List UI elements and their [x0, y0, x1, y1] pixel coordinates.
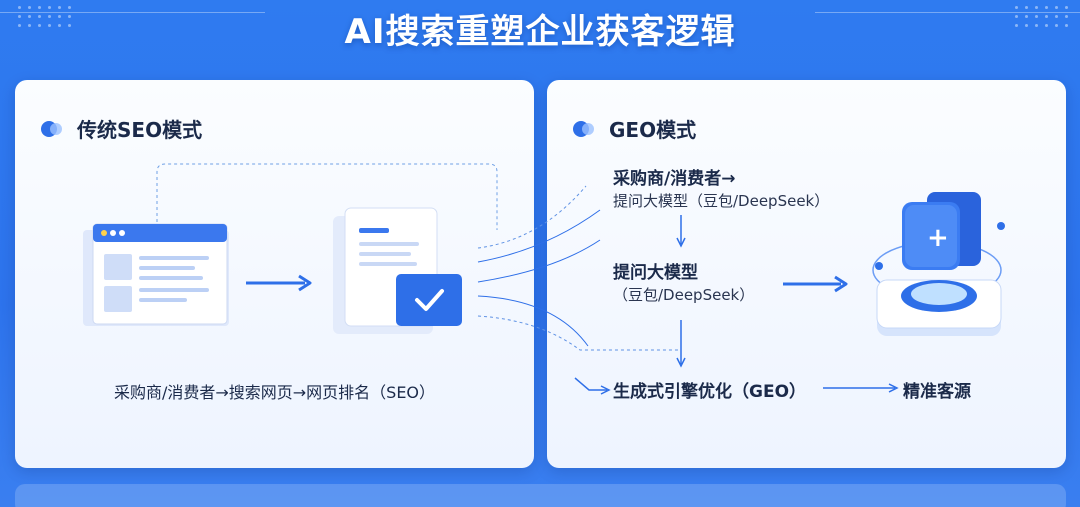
document-check-icon	[333, 207, 462, 334]
panel-heading: 传统SEO模式	[41, 114, 202, 143]
geo-panel: GEO模式 采购商/消费者→ 提问大模型（豆包/DeepSeek） 提问大模型 …	[547, 80, 1066, 468]
geo-step3-label: 生成式引擎优化（GEO）	[613, 382, 807, 402]
geo-step1-line2: 提问大模型（豆包/DeepSeek）	[613, 192, 830, 210]
geo-flow-graphic: +	[574, 192, 1005, 395]
dashed-connector	[156, 163, 498, 230]
right-arrow-icon	[823, 383, 899, 393]
bullet-dot-icon	[573, 120, 597, 137]
geo-step2-line2: （豆包/DeepSeek）	[613, 286, 755, 304]
decor-dots-right	[1015, 6, 1069, 27]
flow-arrow-icon	[246, 274, 312, 292]
panel-heading: GEO模式	[573, 114, 696, 143]
bottom-panel-strip	[15, 484, 1066, 507]
decor-line-right	[815, 12, 1080, 13]
down-arrow-icon	[676, 320, 686, 368]
page-title: AI搜索重塑企业获客逻辑	[344, 12, 736, 52]
down-arrow-icon	[676, 215, 686, 248]
ai-cube-icon: +	[872, 192, 1005, 336]
browser-window-icon	[83, 223, 229, 326]
traditional-seo-panel: 传统SEO模式	[15, 80, 534, 468]
seo-flow-graphic	[83, 163, 498, 334]
geo-heading: GEO模式	[609, 118, 697, 142]
seo-flow-caption: 采购商/消费者→搜索网页→网页排名（SEO）	[113, 383, 436, 402]
bullet-dot-icon	[41, 120, 65, 137]
geo-step2-line1: 提问大模型	[613, 263, 698, 283]
decor-line-left	[0, 12, 265, 13]
seo-heading: 传统SEO模式	[77, 118, 203, 142]
svg-text:+: +	[927, 223, 949, 253]
connector-line	[574, 377, 607, 391]
flow-arrow-icon	[783, 275, 848, 293]
decor-dots-left	[18, 6, 72, 27]
connector-arrowhead	[600, 385, 611, 395]
geo-result-label: 精准客源	[903, 382, 971, 402]
geo-step1-line1: 采购商/消费者→	[613, 169, 736, 189]
